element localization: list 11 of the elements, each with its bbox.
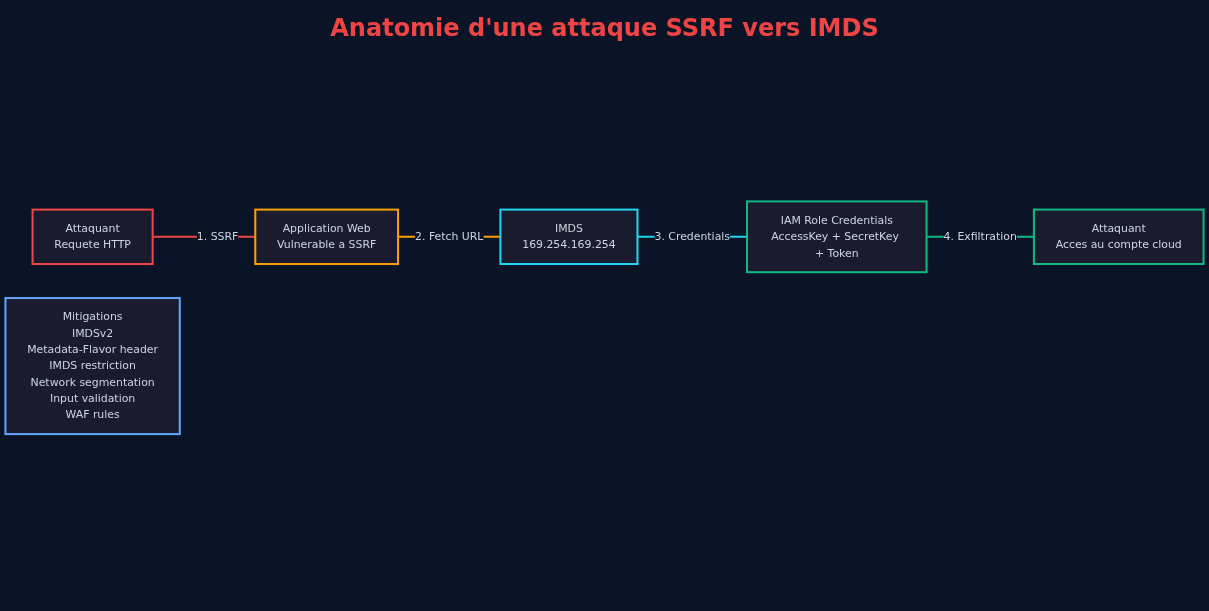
node-box: Mitigations IMDSv2 Metadata-Flavor header IMDS restriction Network segmentation Input validation WAF rules	[4, 297, 181, 436]
edge-label: 1. SSRF	[196, 230, 239, 244]
node-box: Application Web Vulnerable a SSRF	[254, 208, 400, 266]
node-box: Attaquant Acces au compte cloud	[1032, 208, 1205, 266]
edge-label: 2. Fetch URL	[415, 230, 484, 244]
diagram-title: Anatomie d'une attaque SSRF vers IMDS	[329, 14, 880, 42]
edge-label: 3. Credentials	[654, 230, 730, 244]
node-box: Attaquant Requete HTTP	[31, 208, 154, 266]
node-box: IAM Role Credentials AccessKey + SecretKey + Token	[746, 200, 928, 274]
node-box: IMDS 169.254.169.254	[499, 208, 639, 266]
edge-label: 4. Exfiltration	[943, 230, 1017, 244]
